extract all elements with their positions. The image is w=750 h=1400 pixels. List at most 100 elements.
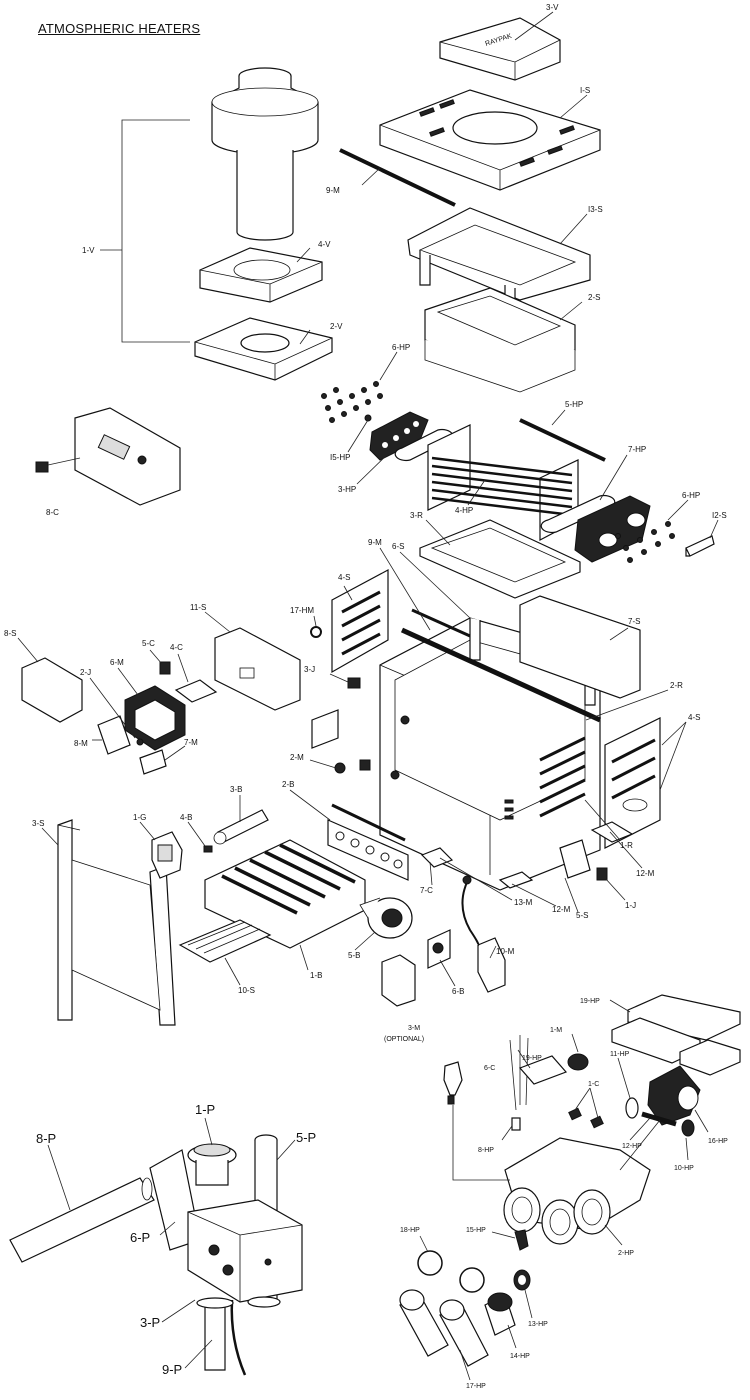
label-7M: 7-M — [184, 738, 198, 747]
part-6HP-bolts-right — [615, 521, 675, 563]
part-1G-gas-valve — [151, 831, 183, 879]
part-15HP-fitting — [514, 1229, 529, 1251]
label-5S: 5-S — [576, 911, 588, 920]
part-1P-pilot-head — [187, 1143, 237, 1186]
label-11S: 11-S — [190, 603, 206, 612]
label-9P: 9-P — [162, 1362, 182, 1377]
label-13S: I3-S — [588, 205, 603, 214]
label-1R: 1-R — [620, 841, 633, 850]
label-12HP: 12-HP — [622, 1143, 642, 1150]
label-9M-top: 9-M — [326, 186, 340, 195]
label-10S: 10-S — [238, 986, 255, 995]
label-7C: 7-C — [420, 886, 433, 895]
label-2J: 2-J — [80, 668, 91, 677]
label-2M: 2-M — [290, 753, 304, 762]
part-10M-switch — [461, 875, 506, 993]
part-2M — [334, 762, 346, 774]
label-19HP-mid: 19-HP — [522, 1055, 542, 1062]
label-8C: 8-C — [46, 508, 59, 517]
part-shield-1J — [559, 839, 591, 879]
part-3S-door-frame — [57, 819, 176, 1026]
part-11S-panel — [214, 627, 301, 711]
title-box: ATMOSPHERIC HEATERS — [30, 14, 209, 42]
part-3P-body — [187, 1199, 303, 1303]
part-4S-shield-left — [331, 568, 389, 674]
label-5HP: 5-HP — [565, 400, 583, 409]
part-7M — [139, 749, 167, 775]
label-2B: 2-B — [282, 780, 294, 789]
part-12HP-spring — [641, 1111, 677, 1127]
part-1M-cap — [567, 1053, 589, 1071]
label-6C: 6-C — [484, 1065, 495, 1072]
label-3M-optional: (OPTIONAL) — [384, 1036, 424, 1043]
part-shield-small — [311, 709, 339, 749]
label-17HM: 17-HM — [290, 606, 314, 615]
part-10HP — [681, 1119, 695, 1137]
part-19HP-bars — [611, 994, 741, 1076]
label-3P: 3-P — [140, 1315, 160, 1330]
label-5B: 5-B — [348, 951, 360, 960]
part-2V-plate — [194, 317, 333, 381]
part-9P-line — [196, 1296, 281, 1376]
part-flue-box — [381, 954, 416, 1007]
part-3M-sensor — [443, 1061, 463, 1105]
part-5HP-rod — [519, 418, 606, 462]
label-10HP: 10-HP — [674, 1165, 694, 1172]
label-7S: 7-S — [628, 617, 640, 626]
part-cabinet — [379, 617, 601, 891]
label-14HP: 14-HP — [510, 1353, 530, 1360]
label-6M: 6-M — [110, 658, 124, 667]
label-16HP: 16-HP — [708, 1138, 728, 1145]
part-3J — [347, 677, 361, 689]
part-5C — [159, 661, 171, 675]
part-labels: 3-V I-S 9-M I3-S 1-V 4-V 2-S 2-V 6-HP 5-… — [4, 3, 728, 1390]
label-19HP-top: 19-HP — [580, 998, 600, 1005]
label-6HP-right: 6-HP — [682, 491, 700, 500]
label-5C: 5-C — [142, 639, 155, 648]
part-13HP-fitting — [513, 1269, 531, 1291]
label-3HP: 3-HP — [338, 485, 356, 494]
label-2R: 2-R — [670, 681, 683, 690]
part-2R-shield — [539, 736, 586, 818]
label-12S: I2-S — [712, 511, 727, 520]
label-6B: 6-B — [452, 987, 464, 996]
label-1C: 1-C — [588, 1081, 599, 1088]
part-8M — [97, 715, 131, 755]
label-4HP: 4-HP — [455, 506, 473, 515]
label-13HP: 13-HP — [528, 1321, 548, 1328]
label-6S: 6-S — [392, 542, 404, 551]
label-2HP: 2-HP — [618, 1250, 634, 1257]
part-17HP-unions — [399, 1289, 489, 1367]
part-18HP-oring — [417, 1250, 443, 1276]
label-2V: 2-V — [330, 322, 343, 331]
label-9M-mid: 9-M — [368, 538, 382, 547]
label-15HP: I5-HP — [330, 453, 350, 462]
label-3J: 3-J — [304, 665, 315, 674]
leader-lines — [17, 11, 719, 1381]
label-1M: 1-M — [550, 1027, 562, 1034]
part-1V-draft-hood — [211, 67, 319, 241]
label-11HP: 11-HP — [610, 1051, 630, 1058]
label-3B: 3-B — [230, 785, 242, 794]
label-17HP: 17-HP — [466, 1383, 486, 1390]
part-8HP — [511, 1117, 521, 1131]
part-1J — [596, 867, 608, 881]
label-10M: 10-M — [496, 947, 515, 956]
label-4S-right: 4-S — [688, 713, 700, 722]
part-3R-tray — [419, 519, 581, 599]
label-2S: 2-S — [588, 293, 600, 302]
label-7HP: 7-HP — [628, 445, 646, 454]
label-8S: 8-S — [4, 629, 16, 638]
label-15HP-low: 15-HP — [466, 1227, 486, 1234]
label-4V: 4-V — [318, 240, 331, 249]
label-1S: I-S — [580, 86, 590, 95]
part-9M-rod-top — [339, 148, 456, 207]
label-1J: 1-J — [625, 901, 636, 910]
part-4B — [203, 845, 213, 853]
part-2S-hood — [424, 287, 576, 393]
label-6P: 6-P — [130, 1230, 150, 1245]
label-3M: 3-M — [408, 1025, 420, 1032]
part-2HP-header-body — [503, 1137, 651, 1245]
